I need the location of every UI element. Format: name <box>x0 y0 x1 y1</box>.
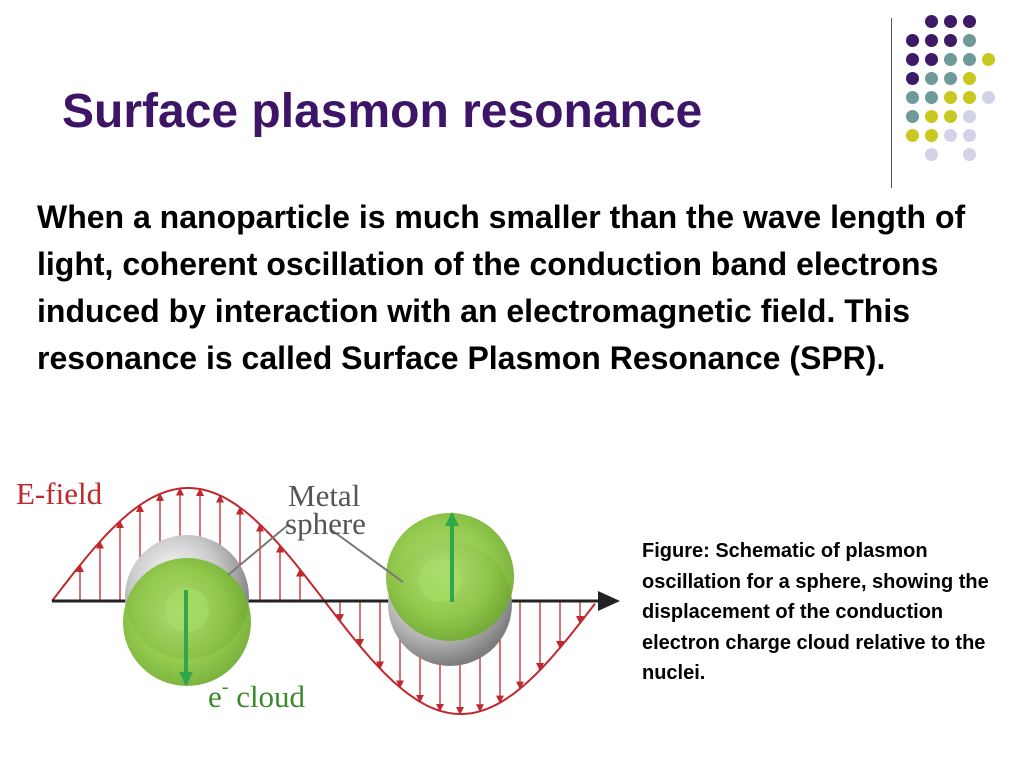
electron-cloud-label: e- cloud <box>208 676 306 714</box>
electron-symbol: e <box>208 679 222 714</box>
metal-label-line1: Metal <box>288 478 360 513</box>
decorative-dot <box>906 129 919 142</box>
decorative-dot <box>944 72 957 85</box>
decorative-dot <box>906 34 919 47</box>
decorative-dot <box>963 15 976 28</box>
title-divider <box>891 18 892 188</box>
electron-charge-sup: - <box>222 676 229 698</box>
decorative-dot <box>906 91 919 104</box>
slide-title: Surface plasmon resonance <box>62 85 703 138</box>
axis-arrowhead <box>598 591 620 611</box>
decorative-dot <box>925 72 938 85</box>
decorative-dot <box>925 53 938 66</box>
decorative-dot <box>906 53 919 66</box>
decorative-dot <box>944 91 957 104</box>
cloud-word: cloud <box>228 679 305 714</box>
decorative-dot <box>925 91 938 104</box>
decorative-dot <box>944 129 957 142</box>
decorative-dot <box>963 110 976 123</box>
decorative-dot <box>982 91 995 104</box>
decorative-dot <box>963 91 976 104</box>
decorative-dot <box>925 34 938 47</box>
body-paragraph: When a nanoparticle is much smaller than… <box>37 199 966 376</box>
decorative-dot <box>982 53 995 66</box>
e-field-label: E-field <box>16 476 103 511</box>
decorative-dot <box>906 110 919 123</box>
decorative-dot <box>925 148 938 161</box>
decorative-dot <box>925 15 938 28</box>
decorative-dot <box>944 110 957 123</box>
decorative-dot <box>963 53 976 66</box>
decorative-dot <box>944 15 957 28</box>
decorative-dot <box>963 34 976 47</box>
decorative-dot <box>944 53 957 66</box>
decorative-dot <box>944 34 957 47</box>
plasmon-oscillation-diagram: E-field Metal sphere e- cloud <box>16 476 620 715</box>
decorative-dot <box>963 148 976 161</box>
metal-label-line2: sphere <box>285 506 366 541</box>
decorative-dot <box>925 129 938 142</box>
decorative-dot <box>963 129 976 142</box>
metal-label-pointer-left <box>227 524 289 576</box>
metal-label-pointer-right <box>329 528 404 583</box>
decorative-dot <box>925 110 938 123</box>
decorative-dot-grid <box>906 15 1006 165</box>
figure-caption: Figure: Schematic of plasmon oscillation… <box>642 540 989 684</box>
decorative-dot <box>963 72 976 85</box>
decorative-dot <box>906 72 919 85</box>
